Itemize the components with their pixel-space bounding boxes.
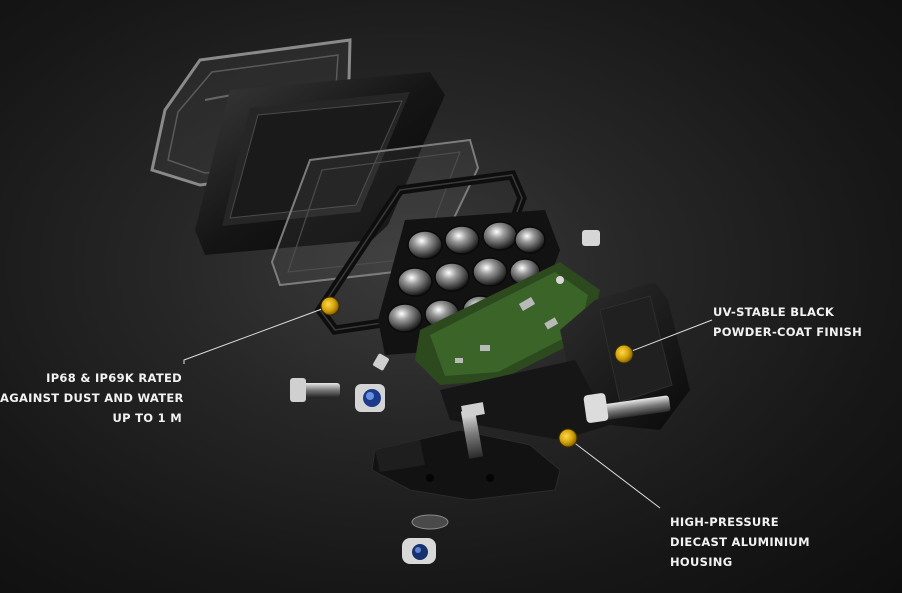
callout-markers xyxy=(320,296,634,448)
callout-ip-rating-line-1: IP68 & IP69K RATED xyxy=(46,371,182,385)
circuit-board xyxy=(415,262,600,385)
marker-housing xyxy=(558,428,578,448)
callout-finish-line-1: UV-STABLE BLACK xyxy=(713,305,835,319)
callout-finish-line-2: POWDER-COAT FINISH xyxy=(713,325,863,339)
small-screw xyxy=(373,230,600,371)
washer-and-nut xyxy=(402,514,449,564)
callout-housing: HIGH-PRESSURE DIECAST ALUMINIUM HOUSING xyxy=(670,512,810,572)
callout-housing-line-1: HIGH-PRESSURE xyxy=(670,515,779,529)
mounting-bracket xyxy=(371,429,561,501)
blue-knob xyxy=(355,384,385,412)
callout-leader-lines xyxy=(183,305,713,509)
callout-ip-rating-line-2: AGAINST DUST AND WATER xyxy=(0,391,184,405)
callout-housing-line-2: DIECAST ALUMINIUM xyxy=(670,535,810,549)
callout-ip-rating: IP68 & IP69K RATED AGAINST DUST AND WATE… xyxy=(0,368,184,428)
callout-housing-line-3: HOUSING xyxy=(670,555,733,569)
side-bolt xyxy=(583,393,671,423)
callout-finish: UV-STABLE BLACK POWDER-COAT FINISH xyxy=(713,302,862,342)
callout-ip-rating-line-3: UP TO 1 M xyxy=(112,411,182,425)
marker-finish xyxy=(614,344,634,364)
mounting-bolt xyxy=(460,402,485,459)
loose-screw xyxy=(290,378,340,402)
marker-ip-rating xyxy=(320,296,340,316)
